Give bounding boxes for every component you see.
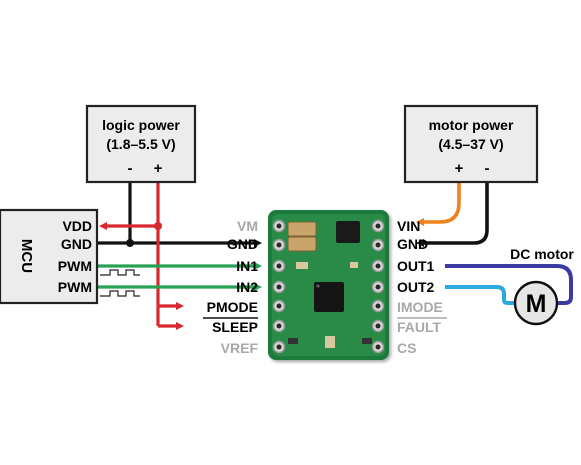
resistor — [325, 336, 335, 348]
capacitor — [287, 236, 317, 252]
resistor — [362, 338, 372, 344]
mcu-block: MCU VDD GND PWM PWM — [0, 208, 99, 305]
logic-power-wire — [99, 182, 184, 330]
power-junction-dot — [154, 222, 162, 230]
mcu-label: MCU — [18, 239, 35, 273]
mcu-pin-vdd: VDD — [62, 218, 92, 234]
header-pin-hole — [276, 263, 282, 269]
header-pin-hole — [276, 303, 282, 309]
dc-motor: DC motor M — [510, 246, 574, 326]
driver-pin-vm: VM — [237, 218, 258, 234]
logic-minus-terminal: - — [128, 160, 133, 177]
driver-pin-sleep: SLEEP — [212, 319, 258, 335]
driver-right-labels: VIN GND OUT1 OUT2 IMODE FAULT CS — [397, 218, 447, 356]
header-pin-hole — [375, 263, 381, 269]
header-pin-hole — [375, 242, 381, 248]
resistor — [350, 262, 358, 268]
driver-pin-gnd-right: GND — [397, 236, 428, 252]
capacitor — [287, 221, 317, 237]
driver-pin-pmode: PMODE — [207, 299, 258, 315]
motor-power-title: motor power — [429, 117, 514, 133]
driver-pin-vin: VIN — [397, 218, 420, 234]
mcu-pin-gnd: GND — [61, 236, 92, 252]
logic-power-supply: logic power (1.8–5.5 V) - + — [85, 104, 197, 184]
motor-power-range: (4.5–37 V) — [438, 136, 503, 152]
driver-ic — [314, 282, 344, 312]
driver-pin-out1: OUT1 — [397, 258, 435, 274]
logic-ground-wire — [97, 182, 262, 247]
resistor — [288, 338, 298, 344]
driver-pin-vref: VREF — [221, 340, 259, 356]
logic-power-title: logic power — [102, 117, 180, 133]
signal-wires — [97, 262, 262, 291]
motor-icon — [513, 280, 559, 326]
motor-letter: M — [526, 290, 547, 318]
header-pin-hole — [375, 303, 381, 309]
header-pin-hole — [276, 284, 282, 290]
mosfet-chip — [336, 221, 360, 243]
header-pin-hole — [276, 242, 282, 248]
driver-board — [268, 210, 389, 360]
driver-pin-cs: CS — [397, 340, 416, 356]
mcu-pin-pwm1: PWM — [58, 258, 92, 274]
driver-pin-fault: FAULT — [397, 319, 442, 335]
left-header-pins — [272, 219, 286, 354]
driver-pin-out2: OUT2 — [397, 279, 435, 295]
header-pin-hole — [375, 223, 381, 229]
driver-pin-in1: IN1 — [236, 258, 258, 274]
ground-junction-dot — [126, 239, 134, 247]
driver-pin-gnd: GND — [227, 236, 258, 252]
motor-minus-terminal: - — [485, 160, 490, 177]
driver-pin-in2: IN2 — [236, 279, 258, 295]
right-header-pins — [371, 219, 385, 354]
header-pin-hole — [375, 323, 381, 329]
motor-output-wires — [445, 264, 573, 305]
pwm-waveform-icon — [100, 269, 140, 297]
dc-motor-caption: DC motor — [510, 246, 574, 262]
header-pin-hole — [375, 344, 381, 350]
driver-left-labels: VM GND IN1 IN2 PMODE SLEEP VREF — [203, 218, 258, 356]
header-pin-hole — [375, 284, 381, 290]
logic-plus-terminal: + — [154, 160, 163, 177]
header-pin-hole — [276, 323, 282, 329]
mcu-pin-pwm2: PWM — [58, 279, 92, 295]
header-pin-hole — [276, 344, 282, 350]
motor-power-wires — [416, 182, 489, 247]
header-pin-hole — [276, 223, 282, 229]
logic-power-range: (1.8–5.5 V) — [106, 136, 175, 152]
resistor — [296, 262, 308, 269]
motor-power-supply: motor power (4.5–37 V) + - — [403, 104, 539, 184]
driver-pin-imode: IMODE — [397, 299, 443, 315]
motor-plus-terminal: + — [455, 160, 464, 177]
